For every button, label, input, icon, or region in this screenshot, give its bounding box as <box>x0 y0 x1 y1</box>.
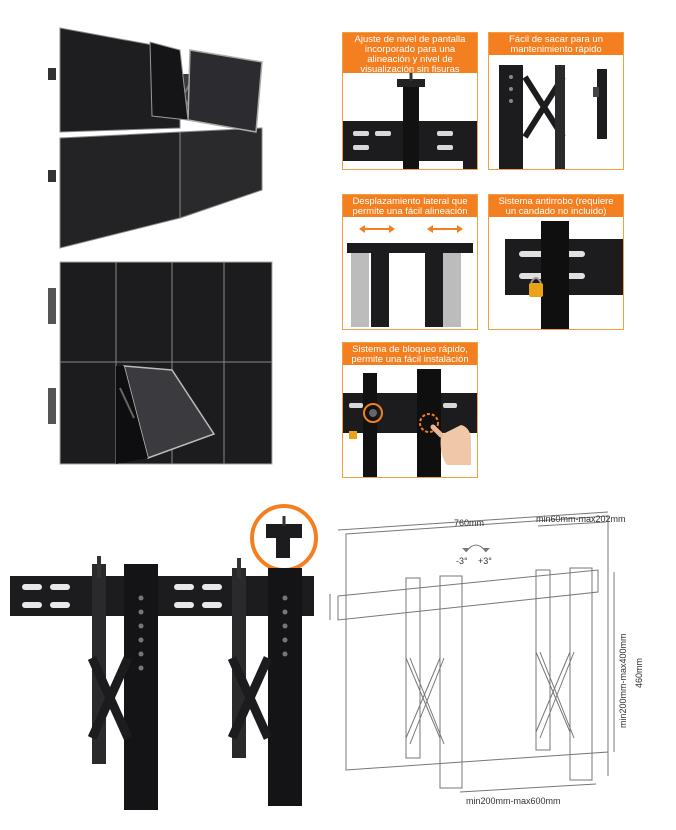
feature-label-lateral: Desplazamiento lateral que permite una f… <box>343 195 477 217</box>
dim-horizontal-range: min200mm-max600mm <box>466 796 561 806</box>
quick-lock-illustration <box>343 369 477 477</box>
feature-label-removal: Fácil de sacar para un mantenimiento ráp… <box>489 33 623 55</box>
feature-card-quicklock: Sistema de bloqueo rápido, permite una f… <box>342 342 478 478</box>
dim-height-total: 460mm <box>634 658 644 688</box>
dim-tilt-plus: +3° <box>478 556 492 566</box>
video-wall-2x2-image <box>40 20 290 250</box>
feature-label-level: Ajuste de nivel de pantalla incorporado … <box>343 33 477 75</box>
lateral-shift-illustration <box>347 225 473 327</box>
feature-label-quicklock: Sistema de bloqueo rápido, permite una f… <box>343 343 477 365</box>
dim-tilt-minus: -3° <box>456 556 468 566</box>
dim-vertical-range: min200mm-max400mm <box>618 633 628 728</box>
dimension-drawing: 760mm min60mm-max202mm -3° +3° 108mm 460… <box>326 508 670 824</box>
feature-label-antitheft: Sistema antirrobo (requiere un candado n… <box>489 195 623 217</box>
dim-arm-spacing: min60mm-max202mm <box>536 514 626 524</box>
feature-card-removal: Fácil de sacar para un mantenimiento ráp… <box>488 32 624 170</box>
anti-theft-illustration <box>505 221 623 329</box>
video-wall-4x2-image <box>44 258 276 470</box>
feature-card-lateral: Desplazamiento lateral que permite una f… <box>342 194 478 330</box>
quick-removal-illustration <box>499 65 607 169</box>
dim-width-total: 760mm <box>454 518 484 528</box>
feature-card-level: Ajuste de nivel de pantalla incorporado … <box>342 32 478 170</box>
feature-card-antitheft: Sistema antirrobo (requiere un candado n… <box>488 194 624 330</box>
level-adjust-illustration <box>343 73 477 169</box>
mount-product-photo <box>6 498 324 816</box>
